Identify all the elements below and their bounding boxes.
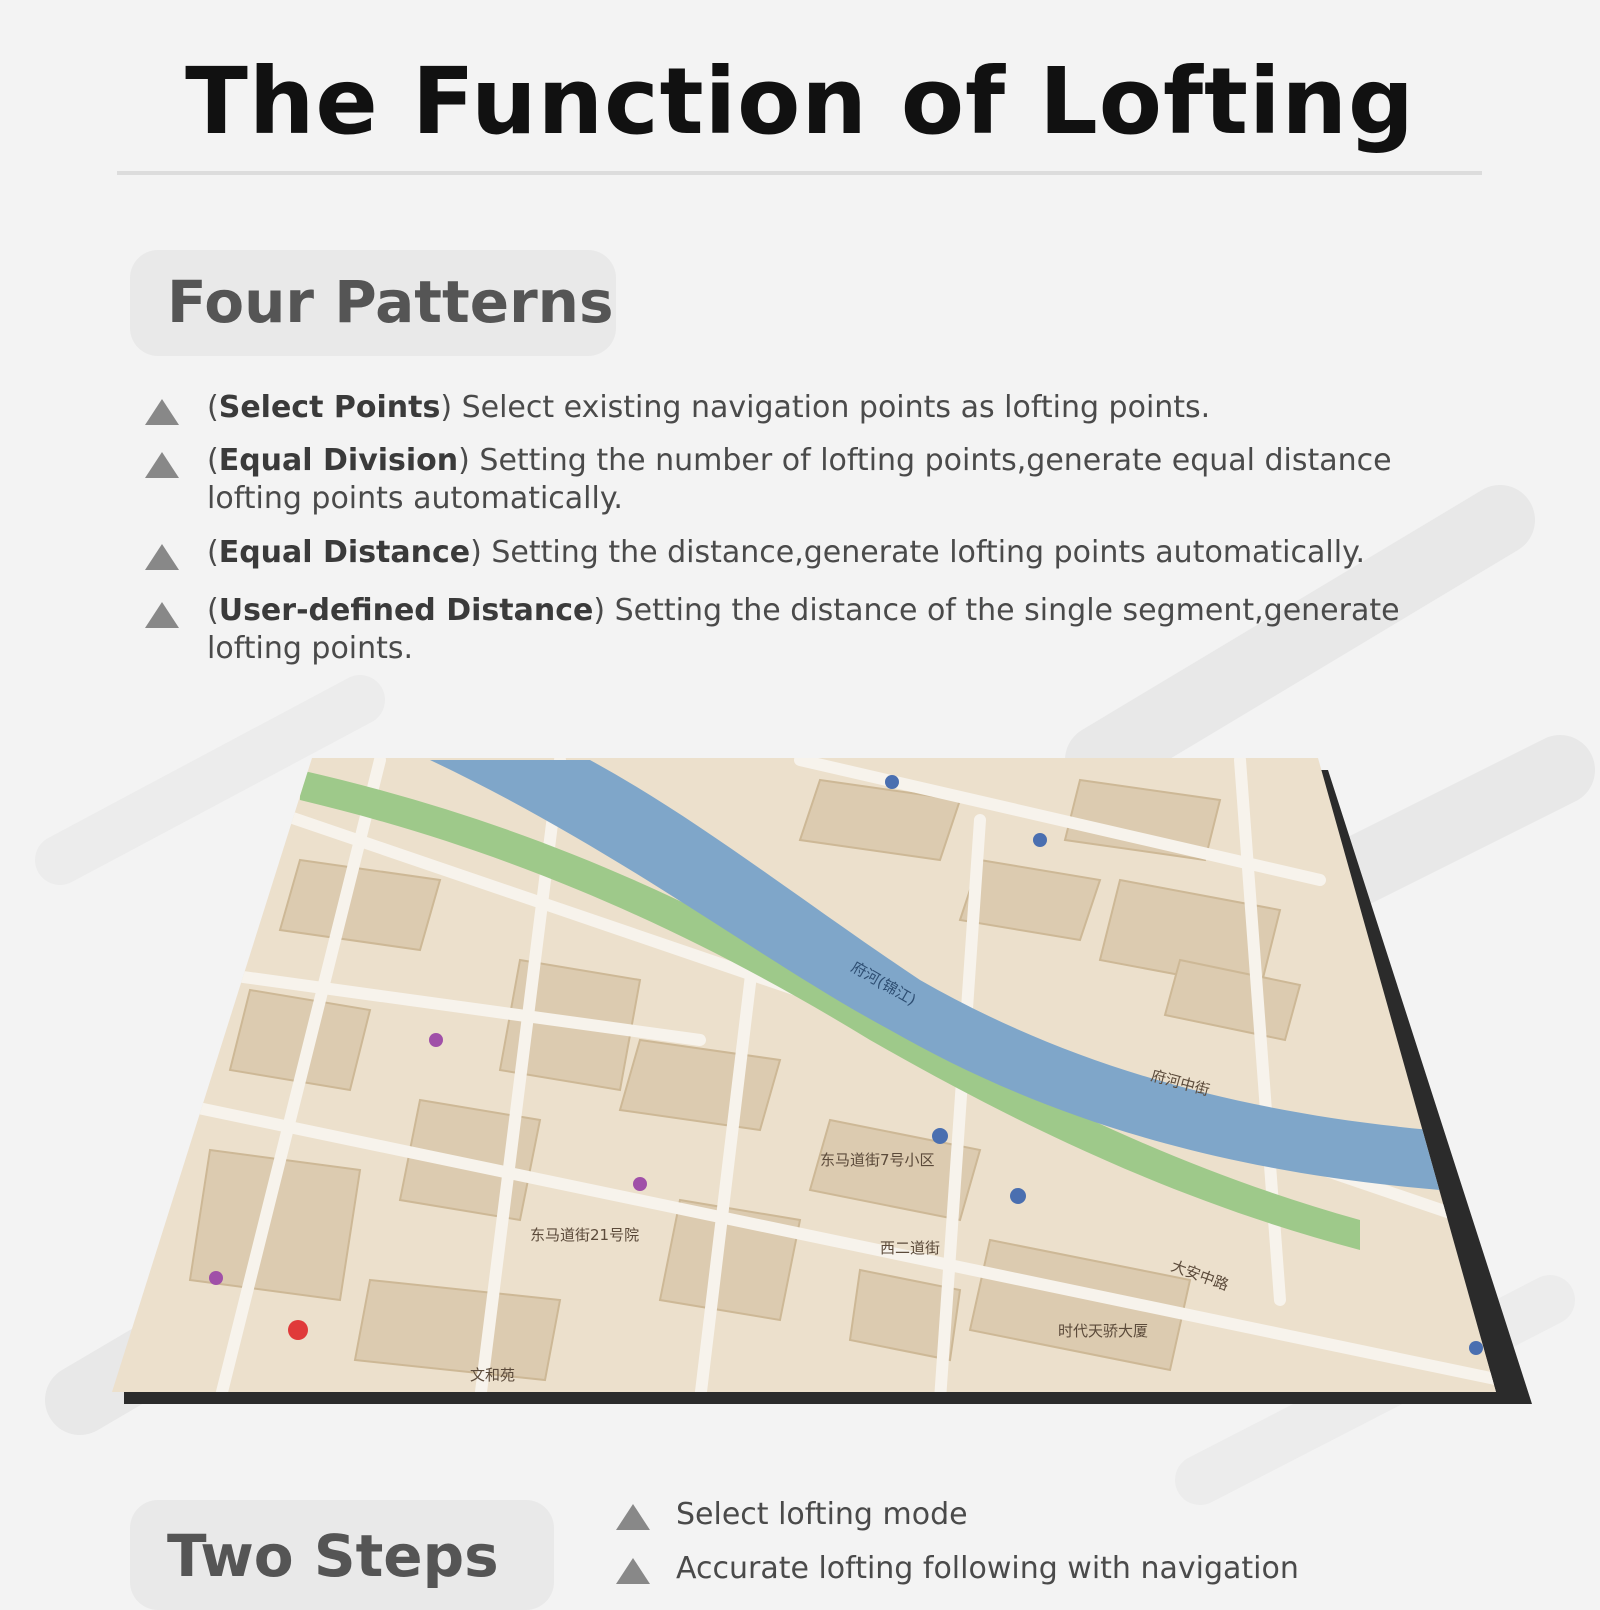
pattern-mode: Equal Division <box>218 443 459 478</box>
map-surface: 府河(锦江) 东马道街21号院 东马道街7号小区 西二道街 时代天骄大厦 大安中… <box>112 758 1496 1392</box>
pattern-item: (Select Points) Select existing navigati… <box>145 389 1485 429</box>
map-label: 东马道街21号院 <box>530 1226 639 1244</box>
step-text: Accurate lofting following with navigati… <box>676 1551 1299 1586</box>
map-label: 文和苑 <box>470 1366 515 1384</box>
park-strip <box>300 770 1360 1250</box>
map-label: 西二道街 <box>880 1239 940 1257</box>
pattern-item: (User-defined Distance) Setting the dist… <box>145 592 1485 666</box>
step-item: Accurate lofting following with navigati… <box>616 1550 1516 1590</box>
pattern-item: (Equal Distance) Setting the distance,ge… <box>145 534 1485 574</box>
two-steps-heading-pill: Two Steps <box>130 1500 554 1610</box>
pattern-item: (Equal Division) Setting the number of l… <box>145 442 1485 522</box>
triangle-bullet-icon <box>616 1558 650 1584</box>
triangle-bullet-icon <box>145 602 179 628</box>
triangle-bullet-icon <box>145 452 179 478</box>
map-label: 时代天骄大厦 <box>1058 1322 1148 1340</box>
two-steps-heading: Two Steps <box>167 1522 499 1590</box>
pattern-mode: User-defined Distance <box>218 593 594 628</box>
triangle-bullet-icon <box>145 399 179 425</box>
title-divider <box>117 171 1482 175</box>
pattern-description: Setting the number of lofting points,gen… <box>207 443 1392 516</box>
pattern-description: Select existing navigation points as lof… <box>461 390 1211 425</box>
pattern-description: Setting the distance of the single segme… <box>207 593 1400 666</box>
pattern-mode: Equal Distance <box>218 535 471 570</box>
river <box>430 760 1440 1190</box>
pattern-mode: Select Points <box>218 390 441 425</box>
triangle-bullet-icon <box>145 544 179 570</box>
four-patterns-heading: Four Patterns <box>167 268 614 336</box>
step-item: Select lofting mode <box>616 1496 1516 1536</box>
map-label: 东马道街7号小区 <box>820 1151 935 1169</box>
page-title: The Function of Lofting <box>185 48 1415 155</box>
four-patterns-heading-pill: Four Patterns <box>130 250 616 356</box>
triangle-bullet-icon <box>616 1504 650 1530</box>
pattern-description: Setting the distance,generate lofting po… <box>491 535 1366 570</box>
step-text: Select lofting mode <box>676 1497 968 1532</box>
